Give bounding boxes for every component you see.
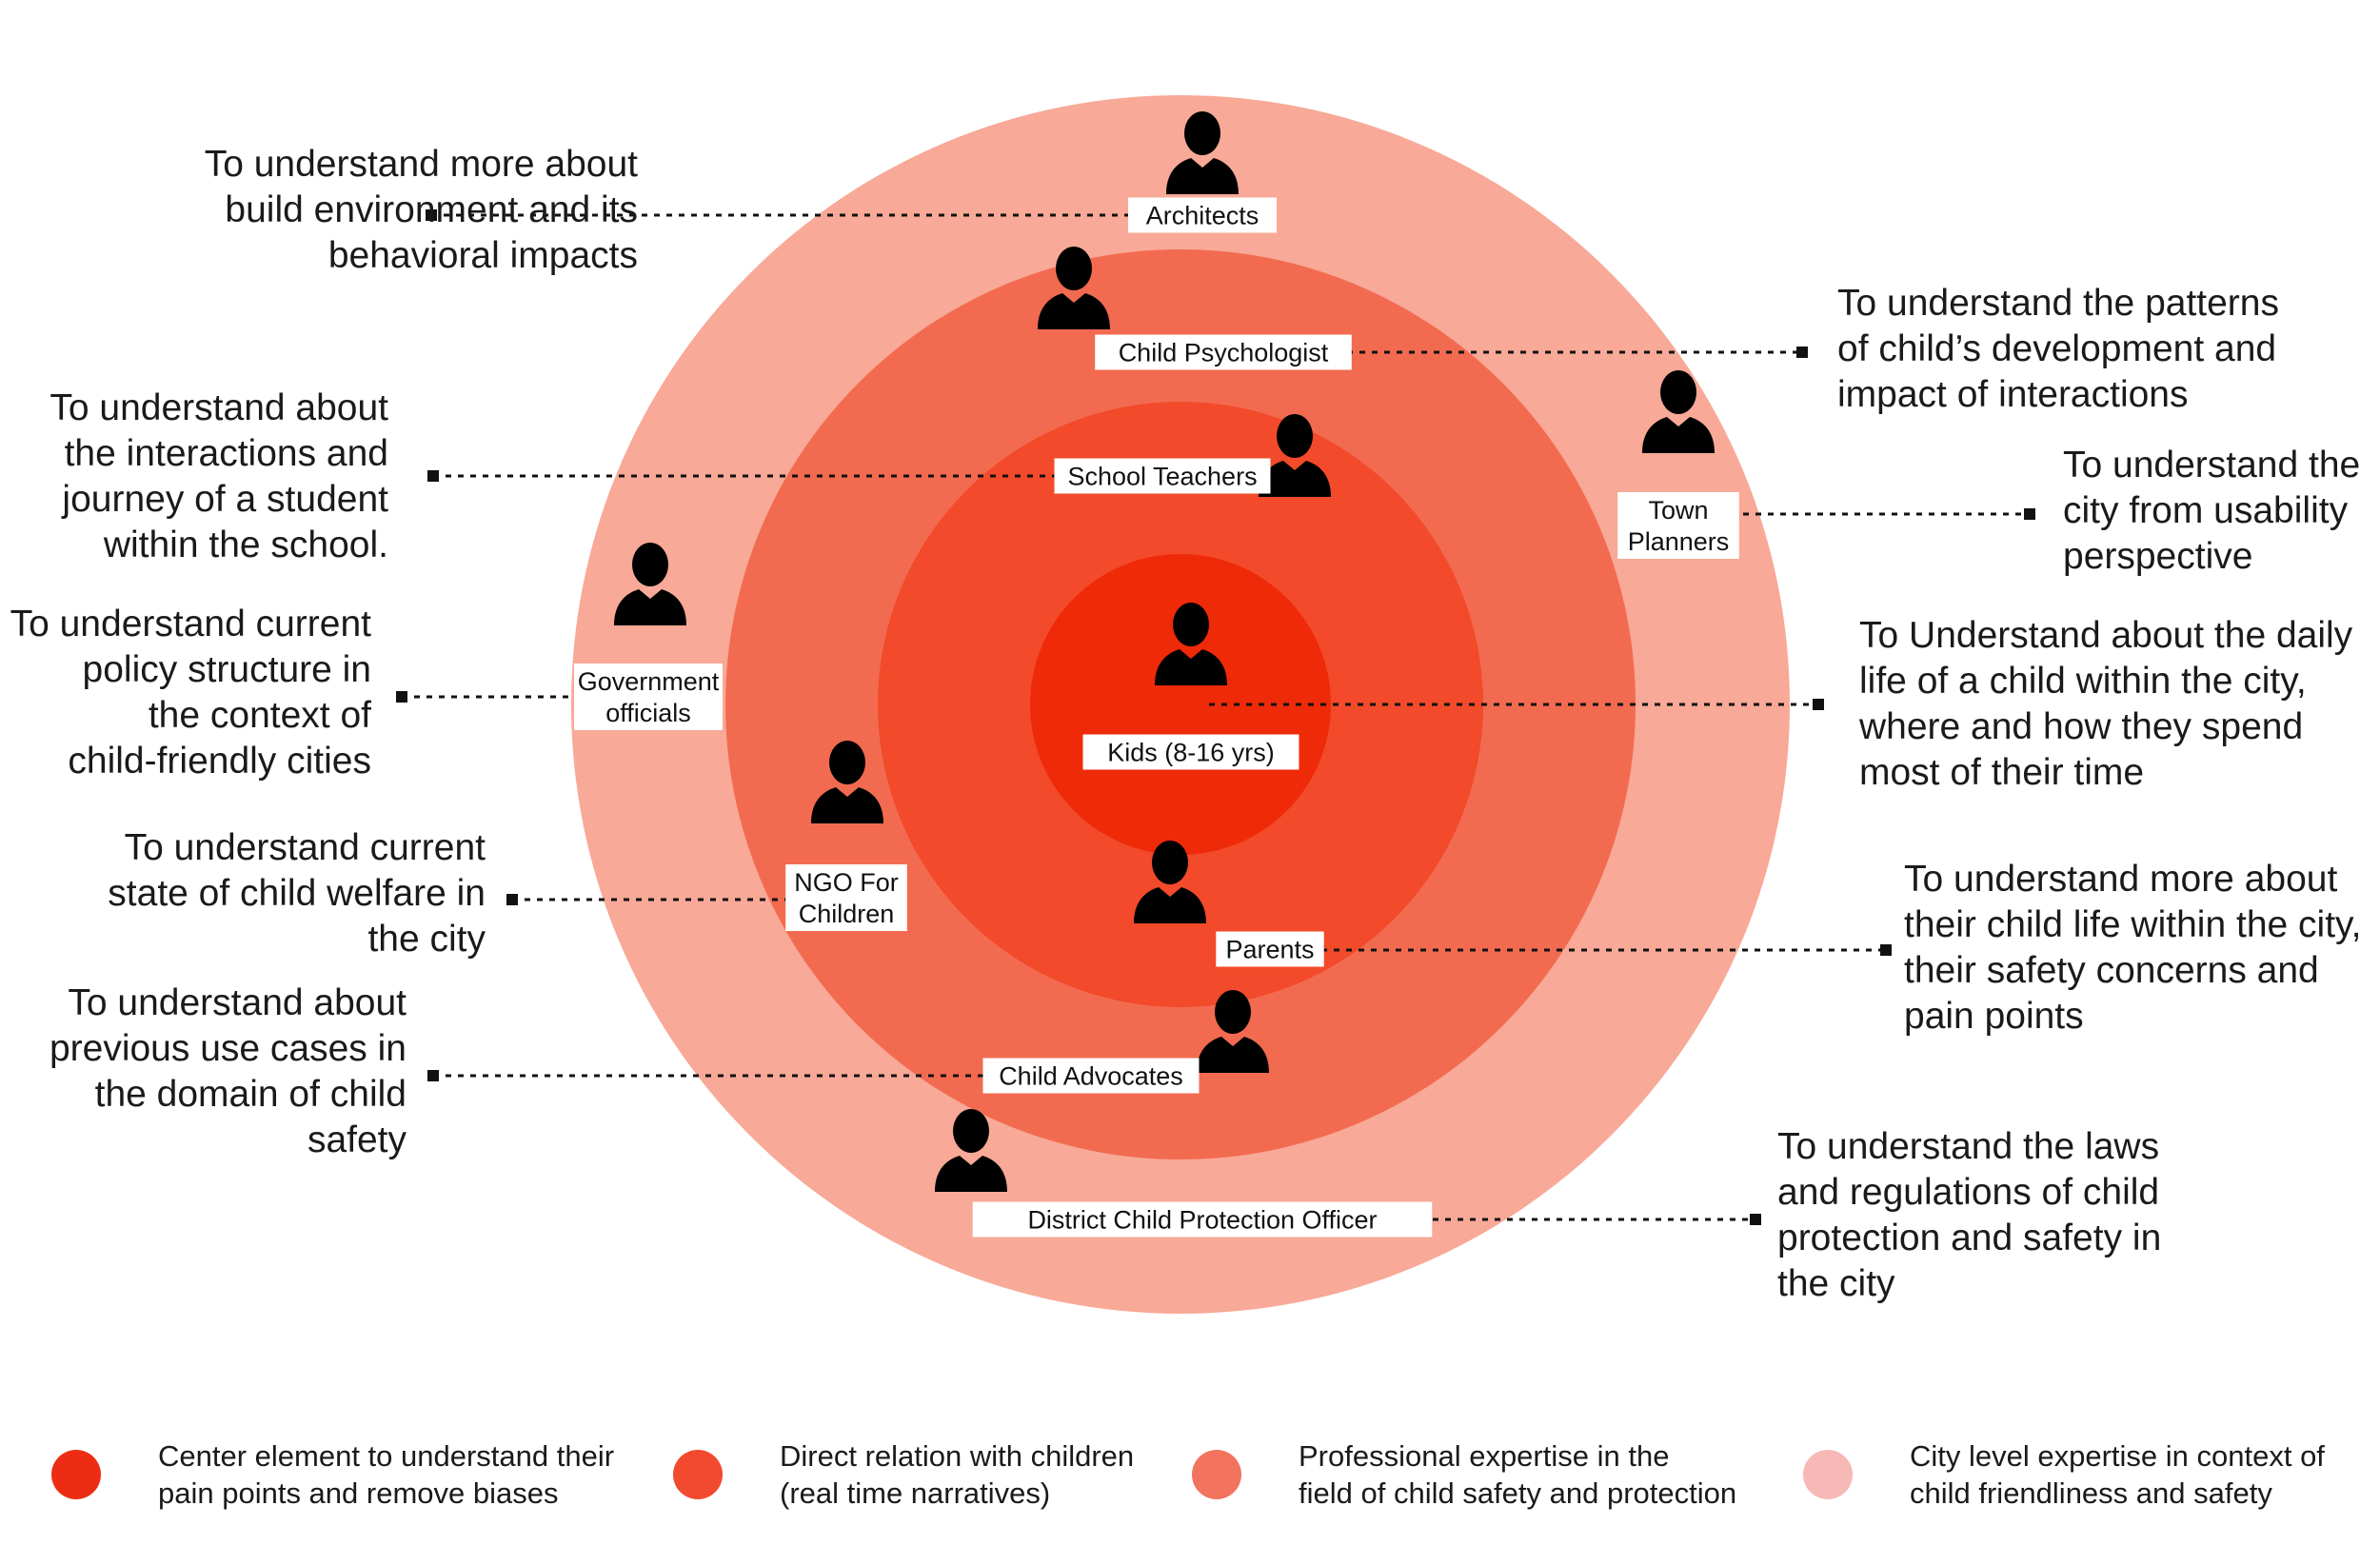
legend-item-center: Center element to understand their pain … [51, 1437, 614, 1512]
legend-text-direct: Direct relation with children (real time… [780, 1439, 1135, 1510]
legend-text-center: Center element to understand their pain … [158, 1439, 615, 1510]
leader-end-kids [1813, 699, 1824, 710]
legend-text-city: City level expertise in context of child… [1910, 1439, 2325, 1510]
leader-end-architects [426, 209, 437, 221]
legend-item-direct: Direct relation with children (real time… [673, 1437, 1134, 1512]
label-text-child-psychologist: Child Psychologist [1119, 339, 1329, 367]
person-icon-ngo [811, 741, 883, 823]
label-text-kids: Kids (8-16 yrs) [1107, 739, 1275, 767]
leader-end-school-teachers [427, 470, 439, 482]
annotation-dcpo: To understand the laws and regulations o… [1777, 1126, 2162, 1304]
annotation-kids: To Understand about the daily life of a … [1859, 615, 2353, 793]
label-text-dcpo: District Child Protection Officer [1027, 1206, 1377, 1235]
legend-item-professional: Professional expertise in the field of c… [1192, 1437, 1736, 1512]
annotation-parents: To understand more about their child lif… [1904, 859, 2362, 1037]
legend-swatch-professional [1192, 1450, 1241, 1499]
leader-end-dcpo [1750, 1214, 1761, 1225]
label-architects: Architects [1128, 197, 1277, 233]
leader-end-child-psychologist [1796, 347, 1808, 358]
label-text-child-advocates: Child Advocates [999, 1062, 1183, 1091]
leader-end-parents [1880, 944, 1892, 956]
label-text-parents: Parents [1225, 936, 1314, 964]
annotation-town-planners: To understand the city from usability pe… [2063, 445, 2361, 577]
annotation-child-advocates: To understand about previous use cases i… [49, 982, 407, 1160]
label-text-school-teachers: School Teachers [1067, 463, 1257, 491]
person-icon-town-planners [1642, 370, 1715, 453]
annotation-child-psychologist: To understand the patterns of child’s de… [1837, 283, 2279, 415]
person-icon-kids [1155, 603, 1227, 685]
ring-center [1030, 554, 1331, 855]
legend-swatch-city [1803, 1450, 1853, 1499]
person-icon-government-officials [614, 543, 686, 625]
leader-lines [396, 209, 2035, 1225]
leader-end-government-officials [396, 691, 407, 703]
annotation-school-teachers: To understand about the interactions and… [50, 387, 388, 565]
person-icon-child-advocates [1197, 990, 1269, 1073]
label-text-architects: Architects [1146, 202, 1259, 230]
person-icon-parents [1134, 841, 1206, 923]
legend-swatch-direct [673, 1450, 723, 1499]
annotation-ngo: To understand current state of child wel… [108, 827, 486, 960]
person-icon-architects [1166, 111, 1239, 194]
legend-text-professional: Professional expertise in the field of c… [1299, 1439, 1737, 1510]
label-child-advocates: Child Advocates [982, 1058, 1200, 1094]
leader-end-town-planners [2024, 508, 2035, 520]
annotation-architects: To understand more about build environme… [204, 144, 638, 276]
legend-item-city: City level expertise in context of child… [1803, 1437, 2325, 1512]
person-icons [614, 111, 1715, 1192]
label-school-teachers: School Teachers [1054, 458, 1271, 494]
label-parents: Parents [1216, 931, 1324, 967]
person-icon-school-teachers [1259, 414, 1331, 497]
label-dcpo: District Child Protection Officer [972, 1201, 1433, 1238]
person-icon-dcpo [935, 1109, 1007, 1192]
legend-swatch-center [51, 1450, 101, 1499]
label-child-psychologist: Child Psychologist [1095, 334, 1352, 370]
leader-end-ngo [506, 894, 518, 905]
leader-end-child-advocates [427, 1070, 439, 1081]
label-kids: Kids (8-16 yrs) [1082, 734, 1299, 770]
person-icon-child-psychologist [1038, 247, 1110, 329]
annotation-government-officials: To understand current policy structure i… [10, 604, 371, 782]
